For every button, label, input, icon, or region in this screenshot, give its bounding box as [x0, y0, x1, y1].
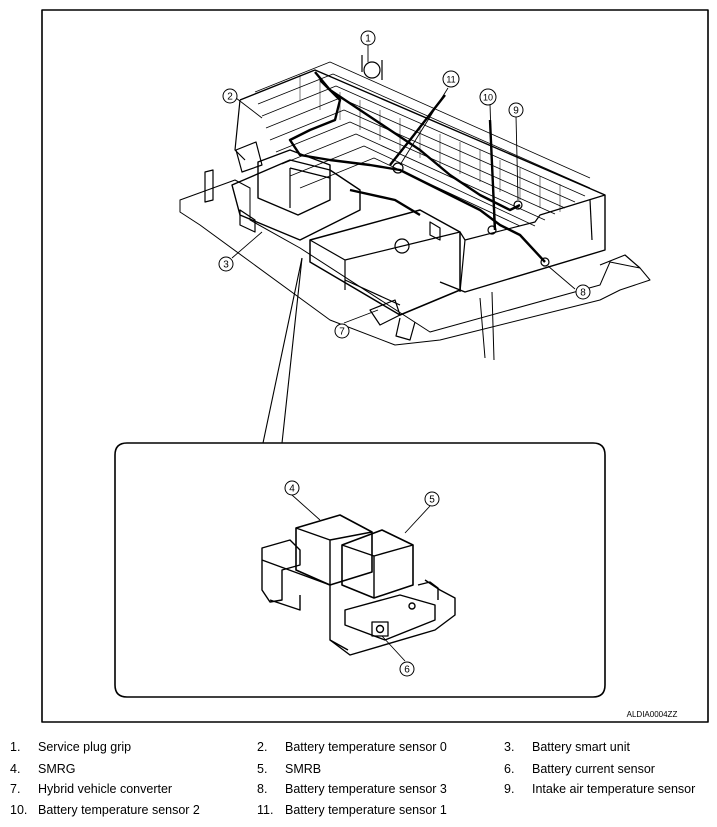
legend-number: 4. [10, 762, 21, 776]
callout-circles [218, 30, 591, 677]
legend-number: 8. [257, 782, 268, 796]
legend-number: 11. [257, 803, 274, 817]
legend-number: 5. [257, 762, 268, 776]
callout-9: 9 [513, 106, 519, 117]
figure-code: ALDIA0004ZZ [627, 710, 678, 719]
callout-2: 2 [227, 92, 233, 103]
legend-number: 9. [504, 782, 515, 796]
legend-text: Battery current sensor [532, 762, 655, 776]
callout-8: 8 [580, 288, 586, 299]
smrb-relay [341, 529, 414, 599]
detail-inset-frame [114, 442, 606, 698]
smrg-relay [295, 514, 373, 586]
legend-text: SMRG [38, 762, 76, 776]
battery-modules [254, 61, 591, 227]
callout-5: 5 [429, 495, 435, 506]
relay-block-detail [261, 514, 456, 656]
legend-text: Battery temperature sensor 3 [285, 782, 447, 796]
battery-current-sensor [371, 621, 389, 637]
legend-text: Intake air temperature sensor [532, 782, 696, 796]
legend-number: 3. [504, 740, 515, 754]
callout-10: 10 [483, 93, 493, 103]
module-cells [299, 75, 561, 212]
component-location-diagram: 1 2 3 11 10 9 8 7 4 5 6 ALDIA0004ZZ [41, 9, 709, 723]
callout-7: 7 [339, 327, 345, 338]
callout-numbers: 1 2 3 11 10 9 8 7 4 5 6 [223, 34, 586, 676]
hybrid-vehicle-converter [309, 209, 461, 316]
wire-harness [288, 71, 546, 263]
figure-frame [41, 9, 709, 723]
callout-leaders [231, 45, 576, 324]
legend-text: Battery smart unit [532, 740, 630, 754]
callout-4: 4 [289, 484, 295, 495]
legend-text: Hybrid vehicle converter [38, 782, 173, 796]
legend-number: 1. [10, 740, 21, 754]
legend-number: 10. [10, 803, 28, 817]
legend-number: 6. [504, 762, 515, 776]
callout-3: 3 [223, 260, 229, 271]
legend-text: Battery temperature sensor 2 [38, 803, 200, 817]
legend-number: 2. [257, 740, 268, 754]
battery-pack-illustration [179, 55, 651, 361]
legend-text: Battery temperature sensor 0 [285, 740, 447, 754]
callout-6: 6 [404, 665, 410, 676]
callout-11: 11 [446, 75, 455, 85]
legend-text: SMRB [285, 762, 322, 776]
legend: 1. Service plug grip 2. Battery temperat… [0, 736, 717, 827]
legend-text: Battery temperature sensor 1 [285, 803, 447, 817]
legend-number: 7. [10, 782, 21, 796]
callout-1: 1 [365, 34, 371, 45]
legend-text: Service plug grip [38, 740, 132, 754]
